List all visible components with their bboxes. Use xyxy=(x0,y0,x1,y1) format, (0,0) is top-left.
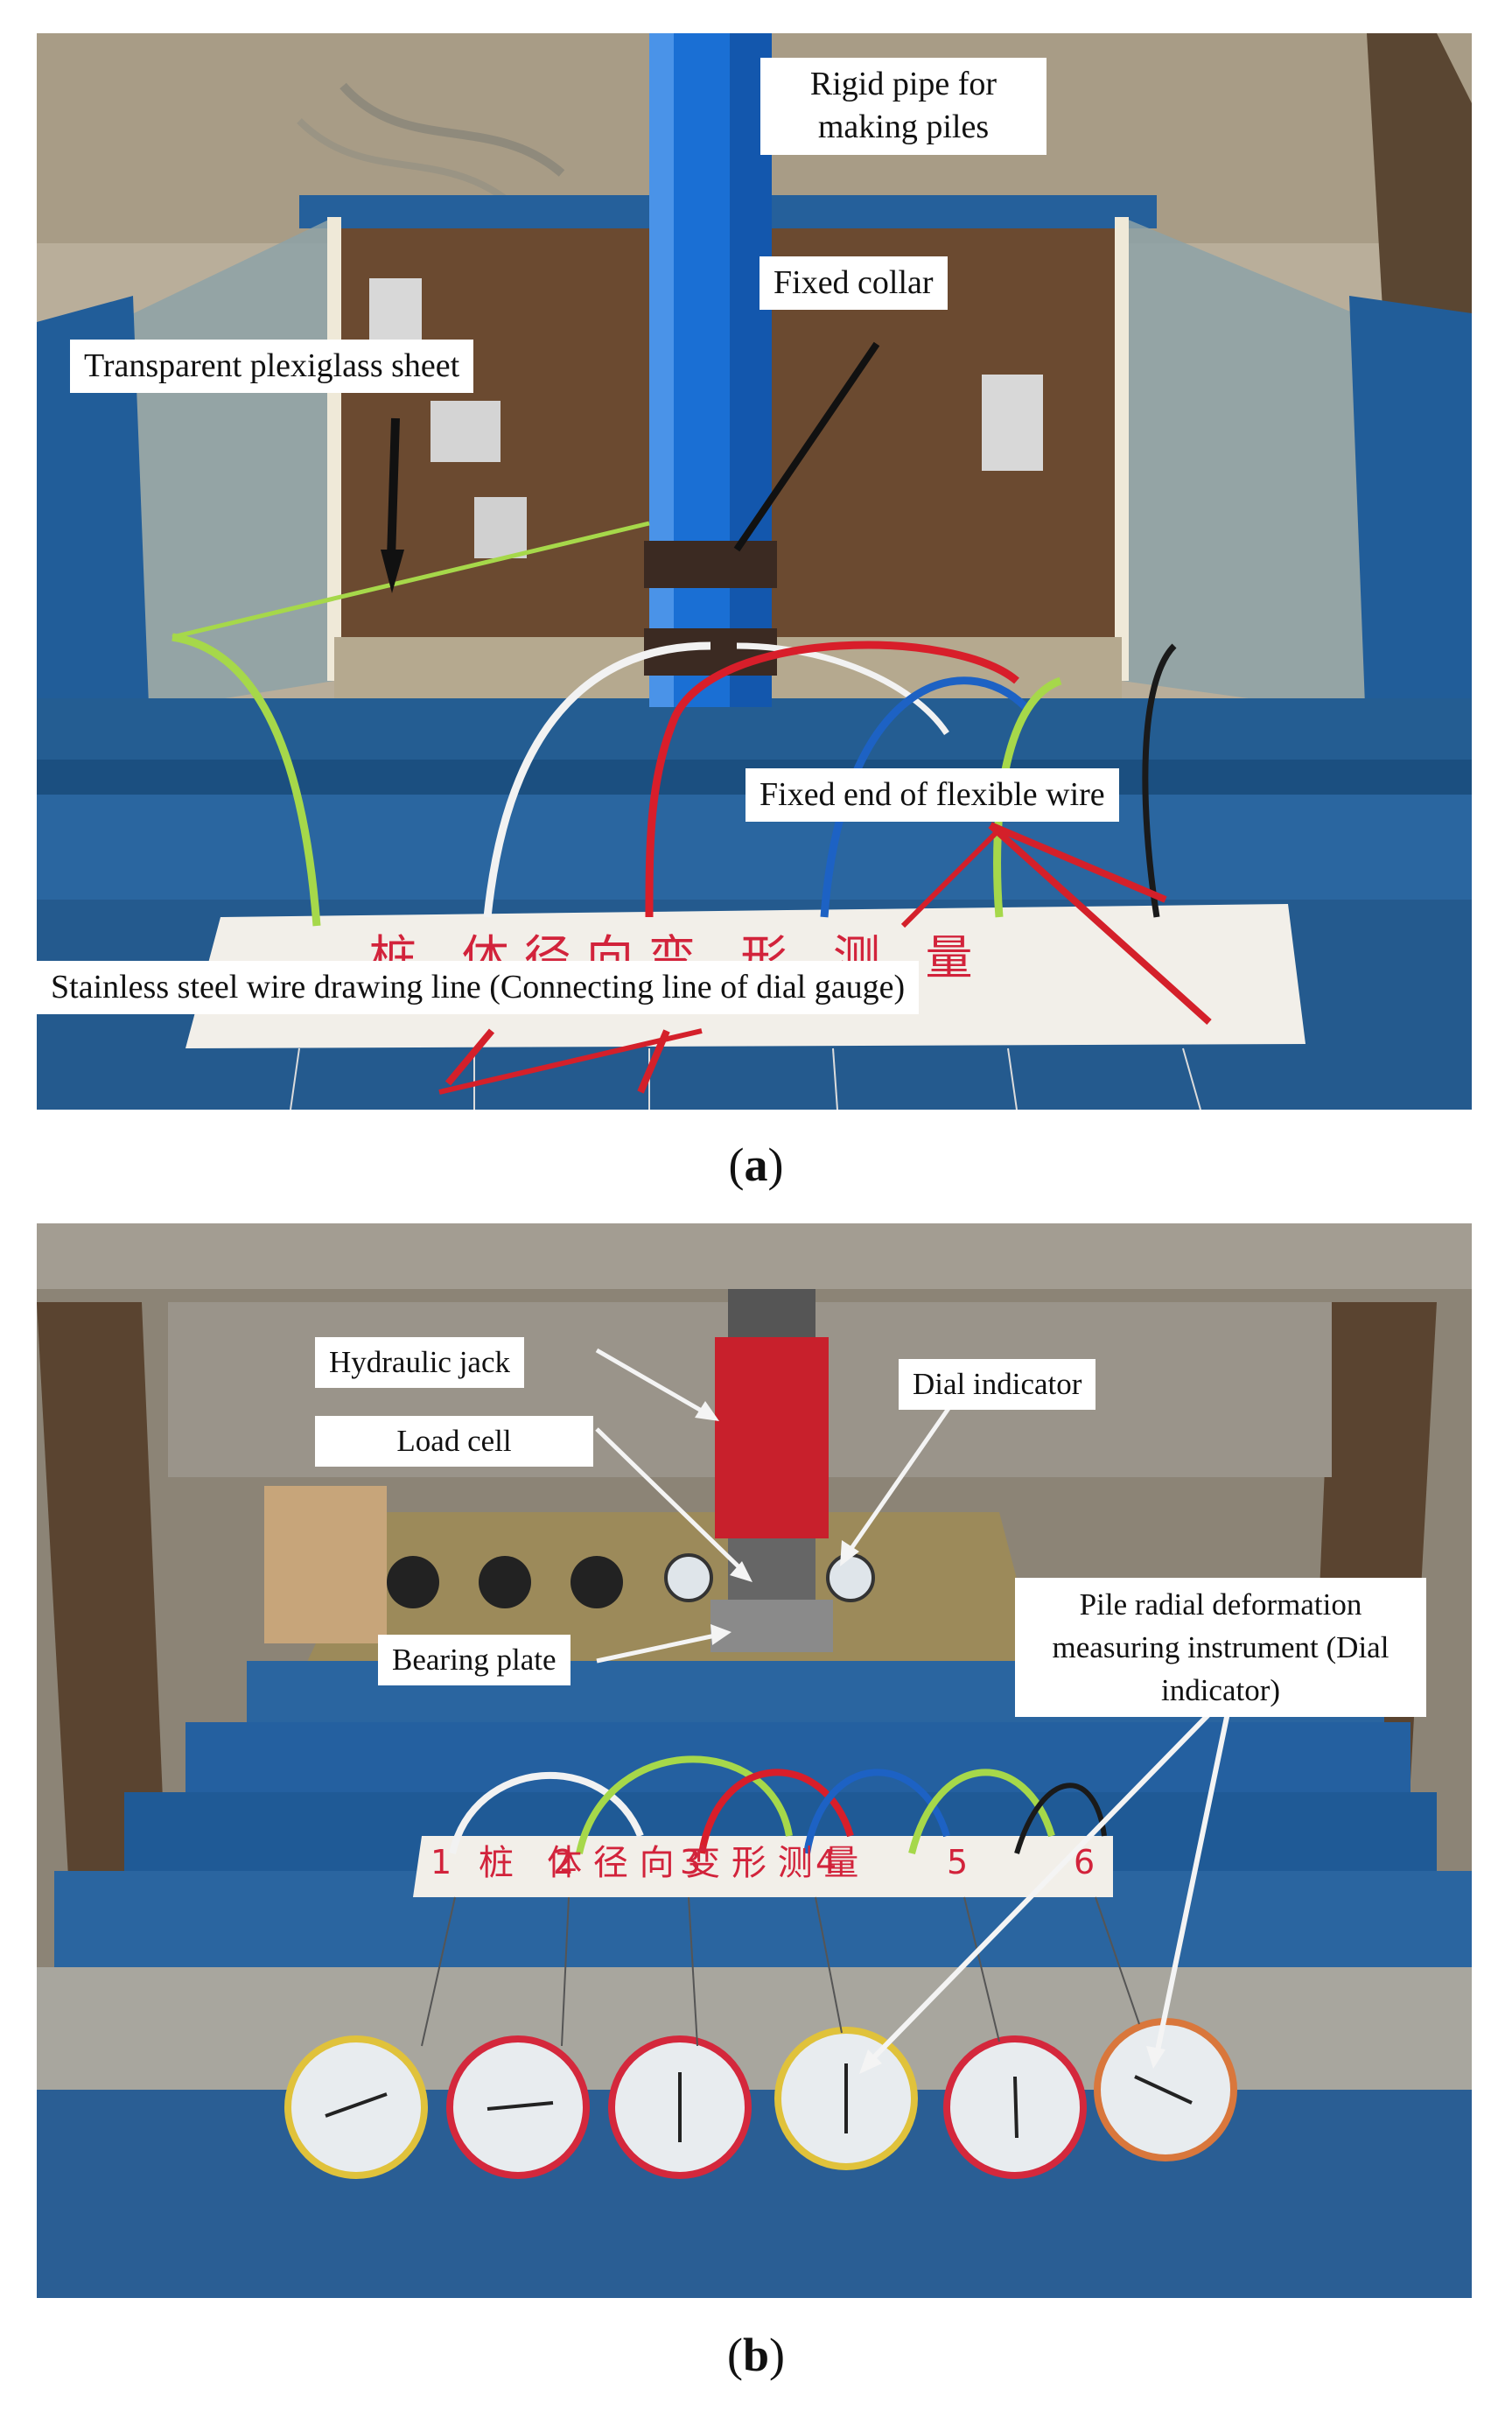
wire-white-2 xyxy=(483,641,711,918)
steel-line xyxy=(1095,1896,1140,2025)
steel-line xyxy=(290,1047,300,1110)
pointer-plexiglass-head xyxy=(381,550,404,593)
steel-line xyxy=(963,1896,1000,2042)
board-chinese-text-b: 桩 体 径 向 变 形 测 量 xyxy=(479,1843,859,1883)
arrow-radial-2-head xyxy=(1146,2046,1166,2069)
board-number-6: 6 xyxy=(1074,1843,1096,1881)
dial-indicator-top xyxy=(826,1553,875,1602)
label-drawing-line: Stainless steel wire drawing line (Conne… xyxy=(37,961,920,1015)
label-load-cell: Load cell xyxy=(315,1416,593,1467)
frame-right xyxy=(1349,296,1472,786)
lower-floor xyxy=(37,1967,1472,2090)
fixed-collar xyxy=(644,541,777,588)
jack-piston xyxy=(728,1289,816,1342)
back-gauge xyxy=(479,1556,531,1608)
wire-green-5 xyxy=(993,676,1062,918)
front-beam-b xyxy=(37,2090,1472,2298)
steel-line xyxy=(1182,1047,1201,1110)
pointer-drawing-line xyxy=(444,1028,495,1086)
label-board-b xyxy=(413,1836,1113,1897)
arrow-radial-1-head xyxy=(859,2049,882,2074)
floor-cable xyxy=(297,118,529,220)
pointer-wire-end xyxy=(988,823,1212,1025)
gauge-needle xyxy=(325,2092,388,2118)
floor-cable xyxy=(340,82,565,177)
wire-green xyxy=(576,1755,793,1854)
step-2 xyxy=(186,1722,1410,1792)
front-beam-top xyxy=(37,698,1472,760)
wire-blue-4 xyxy=(820,676,1029,918)
frame-left xyxy=(37,296,150,786)
corner-seal xyxy=(327,217,341,681)
caption-a: (a) xyxy=(728,1138,784,1191)
corner-seal xyxy=(1115,217,1129,681)
cardboard-box xyxy=(264,1486,387,1643)
arrow-jack-head xyxy=(695,1401,719,1421)
pointer-drawing-line xyxy=(438,1028,703,1095)
wooden-post-left xyxy=(37,1302,168,1941)
pipe-highlight xyxy=(649,33,674,707)
label-bearing-plate: Bearing plate xyxy=(378,1635,570,1685)
board-number-4: 4 xyxy=(816,1843,837,1881)
steel-line xyxy=(688,1896,698,2047)
arrow-radial-2 xyxy=(1154,1695,1234,2056)
gauge-needle xyxy=(1013,2076,1018,2139)
wire-red xyxy=(698,1769,854,1854)
wire-black-6 xyxy=(1142,643,1177,918)
bearing-plate-top xyxy=(710,1600,833,1652)
arrow-jack xyxy=(595,1348,712,1419)
arrow-bearing-plate-head xyxy=(710,1624,732,1645)
pointer-wire-end xyxy=(989,822,1167,903)
wire-green-1-lead xyxy=(172,521,650,640)
steel-line xyxy=(832,1047,838,1110)
load-cell-gauge xyxy=(664,1553,713,1602)
hydraulic-jack-body xyxy=(715,1337,829,1538)
board-number-3: 3 xyxy=(680,1843,702,1881)
gauge-needle xyxy=(486,2101,554,2111)
pointer-wire-end xyxy=(900,827,1002,928)
arrow-load-cell xyxy=(595,1427,747,1575)
arrow-dial-indicator-head xyxy=(840,1540,859,1566)
top-beam xyxy=(37,1223,1472,1289)
arrow-bearing-plate xyxy=(596,1632,720,1664)
photo-panel-a: 桩 体 径 向 变 形 测 量 Rigid pipe for making pi… xyxy=(37,33,1472,1110)
wire-red-3 xyxy=(645,641,1019,918)
photo-b-scene xyxy=(37,1223,1472,2298)
sensor-patch xyxy=(982,375,1043,471)
arrow-dial-indicator xyxy=(844,1397,958,1558)
wire-white xyxy=(449,1771,644,1854)
wire-green-1 xyxy=(172,633,321,927)
board-number-1: 1 xyxy=(430,1843,452,1881)
label-rigid-pipe: Rigid pipe for making piles xyxy=(760,58,1046,155)
wire-black xyxy=(1014,1783,1107,1854)
pointer-collar xyxy=(733,341,880,552)
sensor-patch xyxy=(474,497,527,558)
dial-gauge-1 xyxy=(284,2035,428,2179)
steel-line xyxy=(561,1896,570,2047)
label-plexiglass: Transparent plexiglass sheet xyxy=(70,340,474,394)
label-hydraulic-jack: Hydraulic jack xyxy=(315,1337,524,1388)
label-flexible-wire-end: Fixed end of flexible wire xyxy=(746,768,1119,823)
label-radial-instrument: Pile radial deformation measuring instru… xyxy=(1015,1578,1426,1717)
back-gauge xyxy=(387,1556,439,1608)
photo-a-scene xyxy=(37,33,1472,1110)
steel-line xyxy=(1007,1047,1018,1110)
back-gauge xyxy=(570,1556,623,1608)
wire-white-2-lead xyxy=(736,642,949,735)
caption-b: (b) xyxy=(726,2329,785,2381)
arrow-radial-1 xyxy=(865,1693,1229,2066)
photo-panel-b: 桩 体 径 向 变 形 测 量 1 2 3 4 5 6 Hydraulic ja… xyxy=(37,1223,1472,2298)
sensor-patch xyxy=(430,401,500,462)
label-fixed-collar: Fixed collar xyxy=(760,256,948,311)
pointer-plexiglass xyxy=(387,417,400,559)
label-dial-indicator: Dial indicator xyxy=(899,1359,1096,1410)
board-number-5: 5 xyxy=(947,1843,969,1881)
right-plexiglass xyxy=(1122,217,1376,716)
steel-line xyxy=(421,1896,456,2047)
board-number-2: 2 xyxy=(553,1843,575,1881)
steel-line xyxy=(815,1896,843,2034)
gauge-needle xyxy=(1134,2075,1193,2105)
arrow-load-cell-head xyxy=(730,1561,752,1582)
